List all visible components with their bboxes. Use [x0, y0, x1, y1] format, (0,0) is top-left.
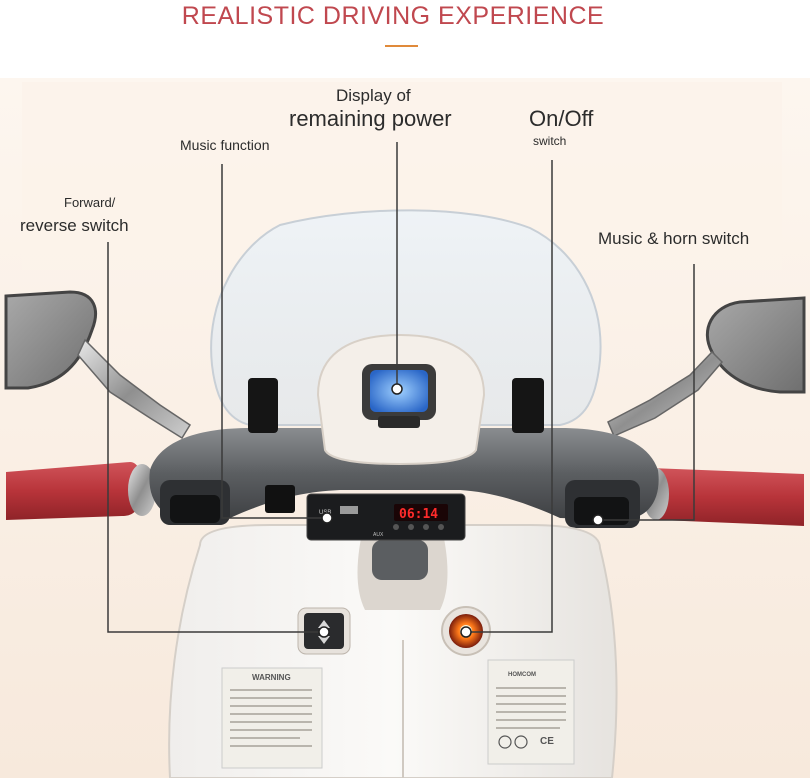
windshield-bracket-right: [512, 378, 544, 433]
left-switch-block[interactable]: [170, 495, 220, 523]
callout-display-line2: remaining power: [289, 106, 452, 131]
spec-sticker-lines: [496, 687, 566, 729]
callout-dot-music-horn: [592, 514, 604, 526]
panel-button-2[interactable]: [408, 524, 414, 530]
usb-port[interactable]: [340, 506, 358, 514]
panel-button-3[interactable]: [423, 524, 429, 530]
callout-dot-forward-reverse: [318, 626, 330, 638]
aux-label: AUX: [373, 532, 384, 538]
page-title: REALISTIC DRIVING EXPERIENCE: [181, 2, 605, 30]
callout-dot-music-function: [321, 512, 333, 524]
reverse-arrow-icon: [318, 636, 330, 644]
panel-button-1[interactable]: [393, 524, 399, 530]
callout-line-forward-reverse: [107, 242, 324, 633]
left-grip: [6, 462, 143, 520]
callout-on-off-line2: switch: [533, 134, 567, 148]
callout-forward-reverse-line1: Forward/: [64, 195, 116, 210]
left-mirror: [4, 290, 97, 390]
title-accent-bar: [385, 45, 418, 47]
windshield-bracket-left: [248, 378, 278, 433]
callout-dot-display: [391, 383, 403, 395]
led-readout-window: [394, 504, 448, 521]
music-led-display: 06:14: [399, 507, 438, 522]
callout-forward-reverse-line2: reverse switch: [20, 216, 129, 235]
ce-mark: CE: [540, 736, 554, 747]
left-mirror-arm: [77, 338, 192, 440]
callout-music-horn: Music & horn switch: [598, 229, 750, 248]
callout-line-on-off: [466, 160, 553, 633]
panel-button-4[interactable]: [438, 524, 444, 530]
right-switch-block[interactable]: [574, 497, 629, 525]
display-lower-trim: [378, 416, 420, 428]
callout-on-off-line1: On/Off: [529, 106, 594, 131]
right-grip: [644, 468, 804, 526]
callout-display-line1: Display of: [336, 86, 411, 105]
forward-arrow-icon: [318, 620, 330, 628]
column-clamp: [372, 540, 428, 580]
warning-sticker-lines: [230, 689, 312, 747]
warning-sticker-title: WARNING: [252, 673, 291, 682]
callout-dots: [318, 383, 604, 638]
callout-dot-on-off: [460, 626, 472, 638]
warning-sticker: [221, 667, 323, 769]
scooter-photo: USB 06:14 AUX WARNING HOMCOM CE: [0, 78, 810, 778]
callout-line-music-horn: [598, 264, 695, 521]
no-fire-icon: [514, 735, 528, 749]
callout-line-music-function: [221, 164, 327, 519]
no-bin-icon: [498, 735, 512, 749]
spec-sticker-brand: HOMCOM: [508, 672, 536, 678]
callout-lines: [107, 142, 695, 633]
center-clip-left: [265, 485, 295, 513]
callout-music-function: Music function: [180, 137, 270, 153]
left-grip-collar: [128, 464, 156, 516]
